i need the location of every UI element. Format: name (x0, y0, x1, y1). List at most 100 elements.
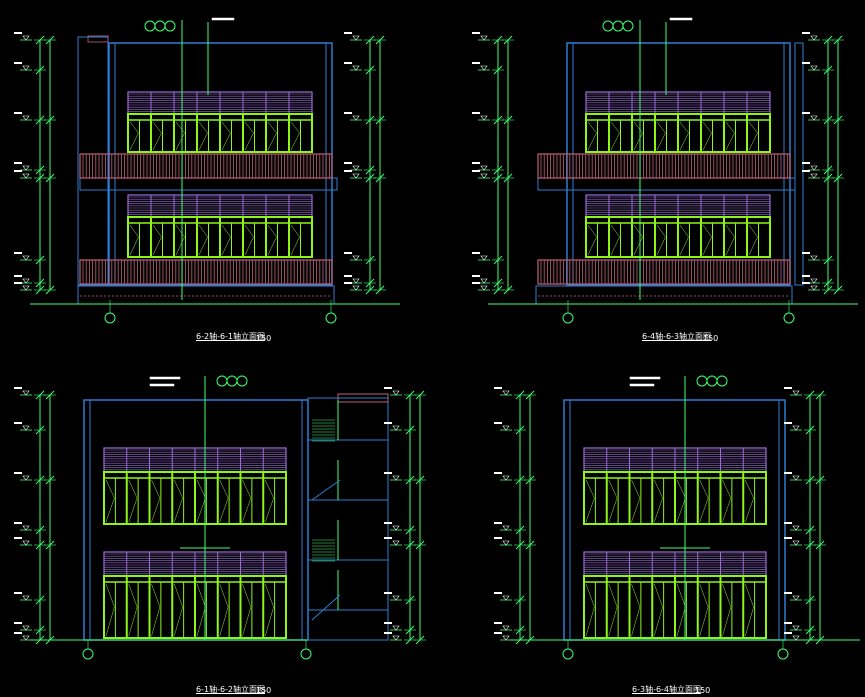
swing-line (679, 236, 689, 256)
swing-line (129, 121, 139, 134)
parapet (87, 35, 109, 43)
level-text (784, 632, 792, 634)
swing-line (265, 497, 274, 523)
swing-line (676, 606, 686, 637)
swing-line (585, 606, 595, 637)
swing-line (221, 236, 231, 256)
level-triangle (810, 65, 818, 71)
level-triangle (392, 425, 400, 431)
slab (79, 177, 338, 191)
level-text (472, 112, 480, 114)
level-text (384, 622, 392, 624)
callout-bubble (706, 375, 718, 387)
floor1-windows (583, 575, 767, 639)
stair-flight (311, 479, 341, 501)
swing-line (587, 236, 597, 256)
stair-flight (311, 594, 341, 621)
swing-line (129, 236, 139, 256)
level-triangle (352, 278, 360, 284)
drawing-scale-bottom-left: 150 (256, 686, 272, 695)
level-triangle (22, 165, 30, 171)
level-text (784, 522, 792, 524)
level-triangle (22, 173, 30, 179)
swing-line (267, 236, 277, 256)
level-text (784, 472, 792, 474)
swing-line (151, 606, 161, 637)
note-text (629, 376, 661, 380)
level-text (344, 162, 352, 164)
swing-line (654, 583, 663, 608)
swing-line (221, 132, 231, 151)
level-text (384, 422, 392, 424)
level-triangle (810, 255, 818, 261)
swing-line (152, 132, 162, 151)
floor2-windows (585, 113, 771, 153)
drawing-title-bottom-right: 6-3轴-6-4轴立面图 (632, 685, 702, 694)
swing-line (175, 121, 185, 134)
swing-line (748, 236, 758, 256)
level-text (14, 275, 22, 277)
swing-line (242, 497, 252, 523)
swing-line (725, 132, 735, 151)
swing-line (725, 224, 735, 238)
swing-line (152, 121, 162, 134)
swing-line (128, 583, 138, 608)
level-triangle (22, 525, 30, 531)
level-text (14, 387, 22, 389)
level-triangle (352, 165, 360, 171)
level-triangle (352, 173, 360, 179)
railing-frame (537, 153, 791, 179)
swing-line (679, 132, 689, 151)
swing-line (699, 606, 709, 637)
callout-bubble (154, 20, 166, 32)
level-text (344, 252, 352, 254)
level-text (14, 282, 22, 284)
swing-line (587, 224, 597, 238)
swing-line (654, 479, 663, 499)
level-triangle (502, 525, 510, 531)
level-triangle (352, 65, 360, 71)
level-text (784, 622, 792, 624)
level-text (14, 170, 22, 172)
level-triangle (392, 625, 400, 631)
drawing-scale-top-left: 150 (256, 334, 272, 343)
swing-line (679, 224, 689, 238)
swing-line (748, 132, 758, 151)
level-triangle (792, 635, 800, 641)
swing-line (152, 224, 162, 238)
axis-bubble (325, 312, 337, 324)
note-text (149, 376, 181, 380)
swing-line (656, 132, 666, 151)
swing-line (219, 583, 229, 608)
level-triangle (502, 475, 510, 481)
swing-line (699, 479, 709, 499)
level-text (494, 387, 502, 389)
floor1-louver (585, 194, 771, 218)
elevation-tr (472, 17, 858, 324)
level-text (802, 282, 810, 284)
swing-line (748, 121, 758, 134)
callout-bubble (716, 375, 728, 387)
swing-line (196, 497, 206, 523)
level-triangle (392, 635, 400, 641)
level-text (472, 32, 480, 34)
level-triangle (352, 35, 360, 41)
level-text (344, 282, 352, 284)
floor2-louver (127, 91, 313, 115)
floor1-windows (103, 575, 287, 639)
level-triangle (792, 625, 800, 631)
callout-bubble (602, 20, 614, 32)
swing-line (608, 606, 618, 637)
swing-line (175, 236, 185, 256)
swing-line (174, 606, 183, 637)
level-triangle (502, 625, 510, 631)
level-text (784, 537, 792, 539)
swing-line (587, 121, 597, 134)
swing-line (105, 583, 115, 608)
level-triangle (480, 115, 488, 121)
level-triangle (480, 65, 488, 71)
stair-parapet (337, 393, 389, 403)
elevation-tl (14, 17, 400, 324)
swing-line (633, 121, 643, 134)
level-text (384, 522, 392, 524)
